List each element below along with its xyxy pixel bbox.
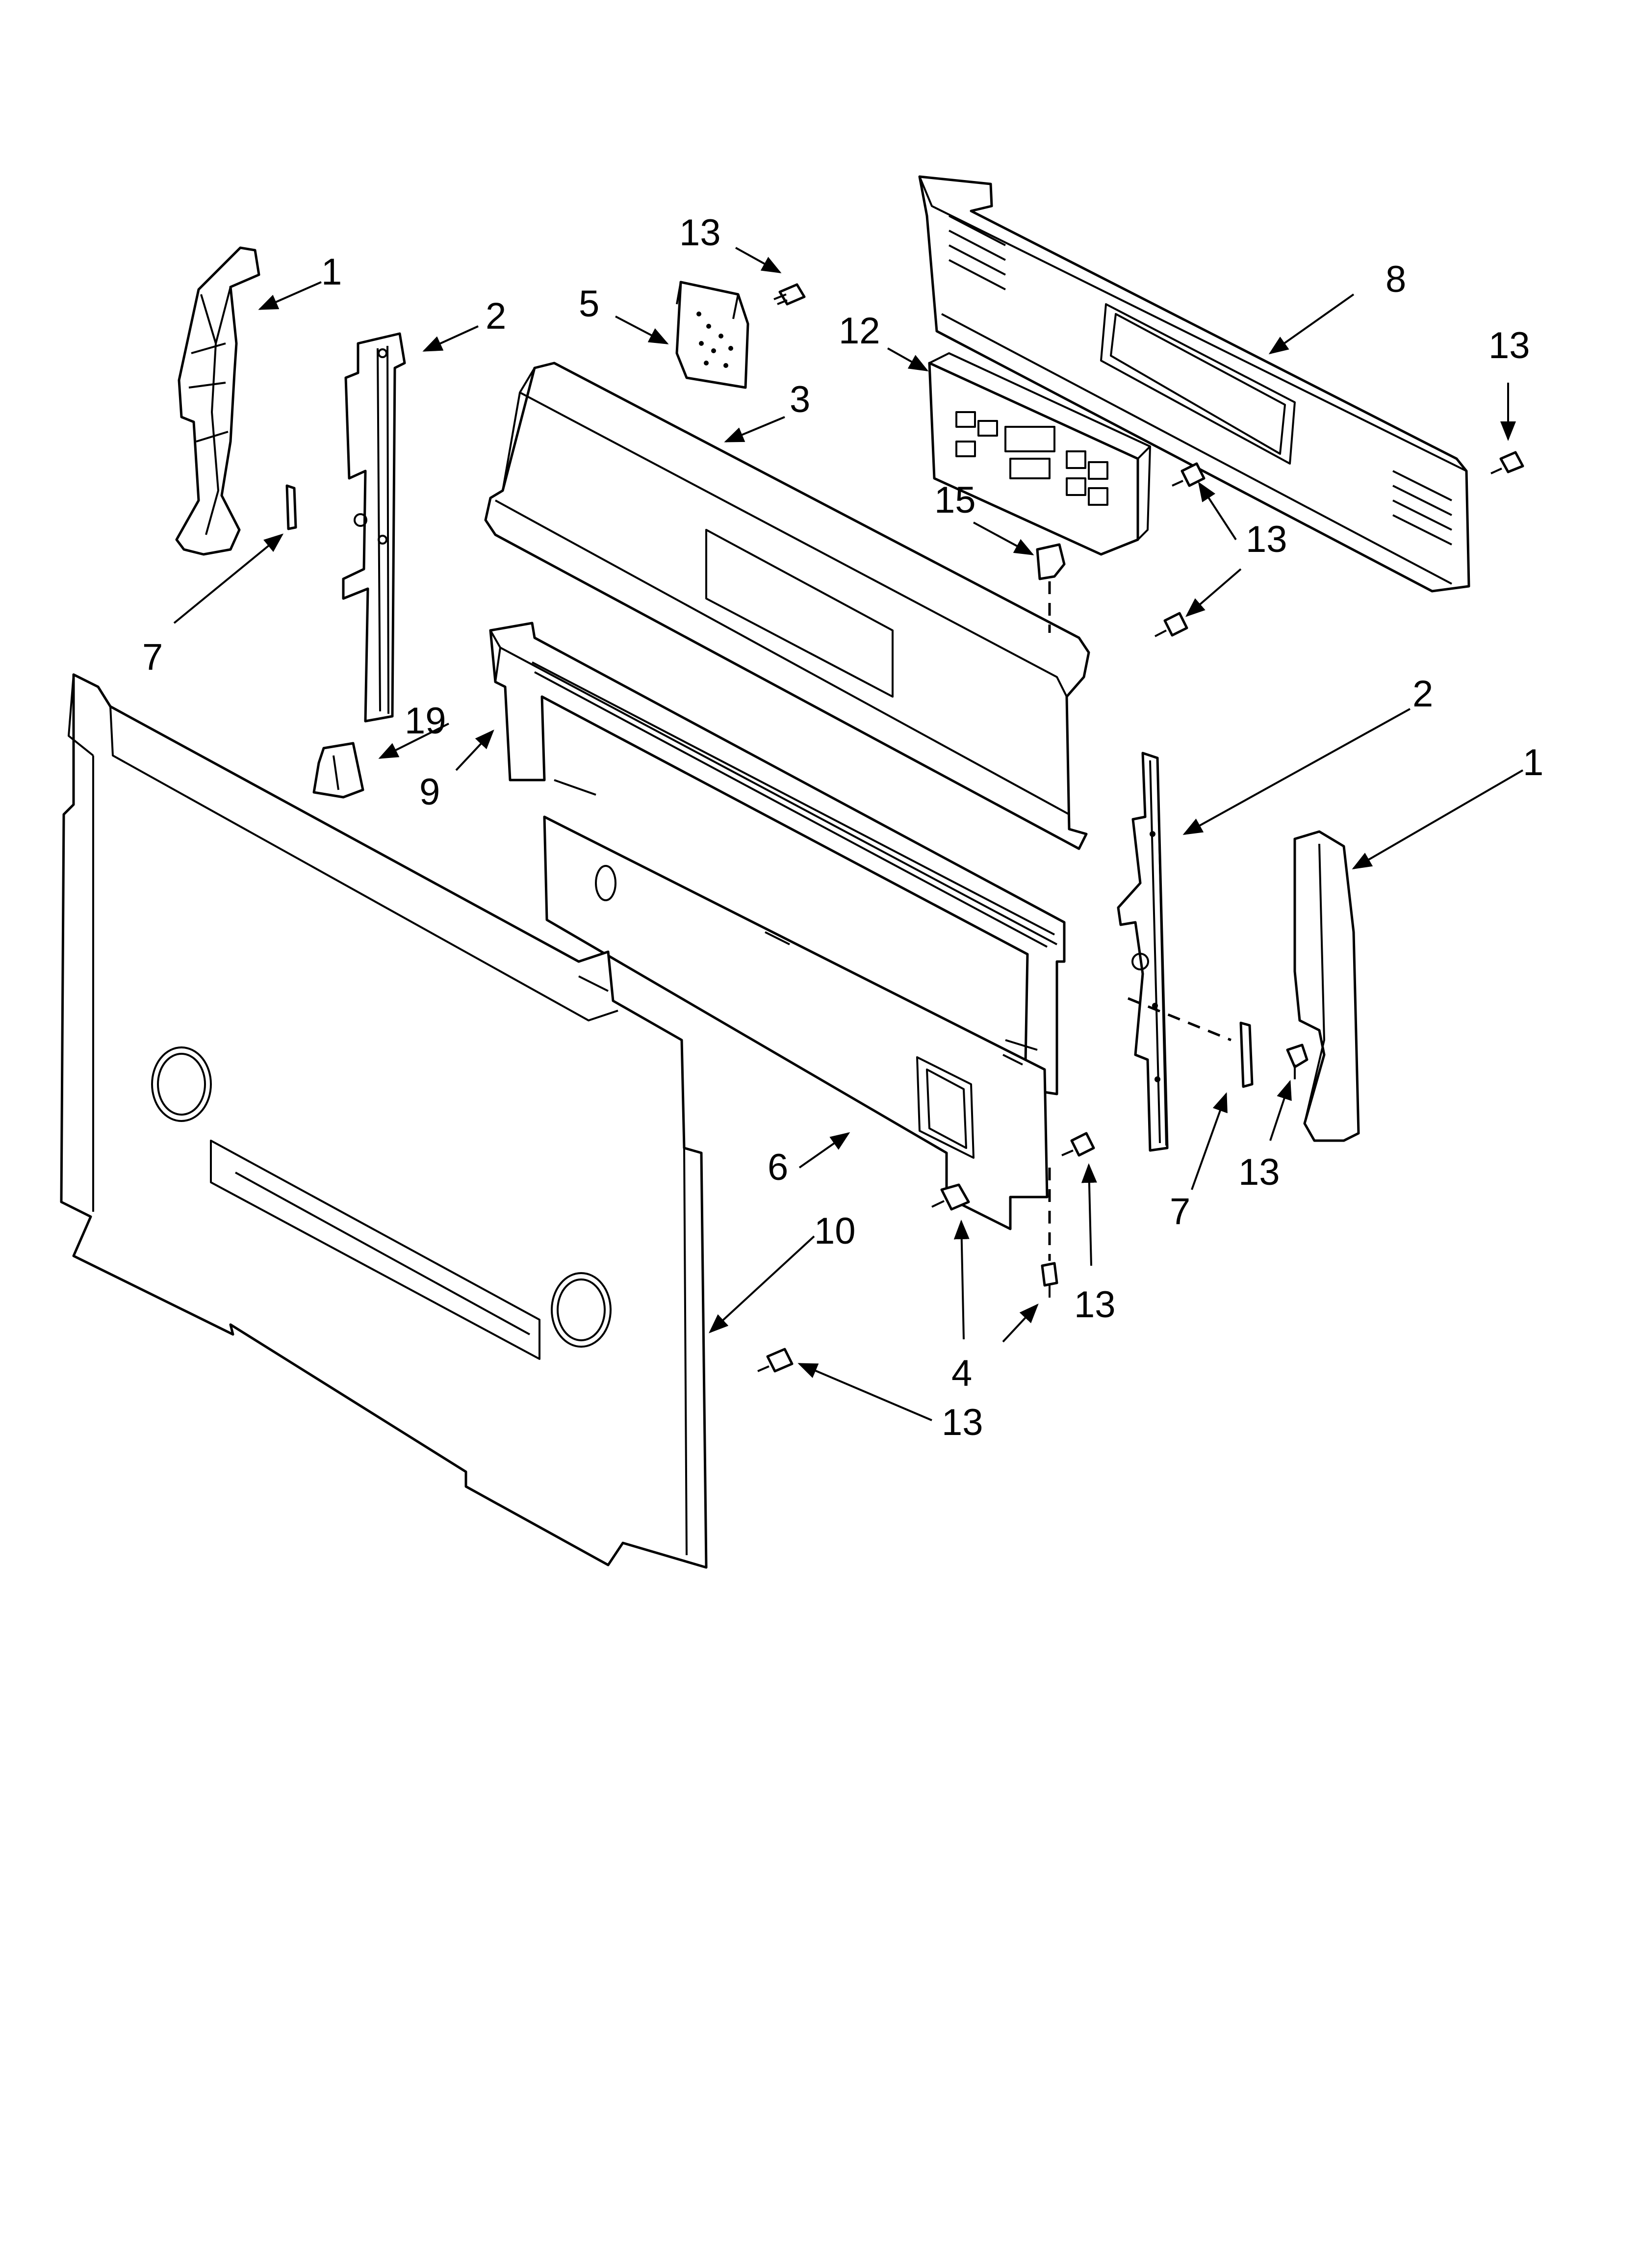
spring-clip-right: [1239, 1021, 1254, 1088]
screw-lower-right: [1061, 1132, 1095, 1157]
callout-8: 8: [1385, 259, 1406, 300]
spring-clip-left: [285, 484, 297, 530]
callout-13-right-top: 13: [1488, 325, 1530, 366]
callout-3: 3: [790, 379, 810, 420]
screw-console: [1172, 462, 1206, 487]
callout-13-lower: 13: [1074, 1284, 1116, 1326]
callout-1-left: 1: [321, 251, 342, 293]
callout-6: 6: [768, 1147, 788, 1188]
screw-endcap: [1286, 1043, 1308, 1079]
control-panel: [484, 362, 1090, 850]
manifold-panel: [60, 673, 708, 1569]
callout-7-left: 7: [142, 636, 163, 678]
control-board: [675, 281, 749, 389]
switch: [1036, 543, 1066, 580]
callout-10: 10: [814, 1210, 856, 1252]
panel-shield: [543, 815, 1049, 1230]
leader-lines: [173, 247, 1524, 1421]
screw-lower-left: [931, 1183, 970, 1211]
callout-9: 9: [419, 771, 440, 813]
callout-5: 5: [579, 283, 599, 325]
rear-panel: [918, 175, 1470, 593]
side-bracket-right: [1117, 752, 1169, 1152]
callout-12: 12: [839, 310, 880, 352]
callout-13-console: 13: [1246, 519, 1287, 560]
callout-13-endcap: 13: [1238, 1151, 1280, 1193]
electronic-control: [928, 352, 1151, 556]
callout-1-right: 1: [1523, 742, 1543, 783]
screw-top: [773, 283, 806, 306]
side-bracket-left: [342, 332, 406, 723]
callout-7-right: 7: [1170, 1191, 1190, 1232]
callout-2-right: 2: [1412, 673, 1433, 715]
end-cap-right: [1293, 830, 1360, 1142]
callout-15: 15: [934, 479, 976, 521]
screw-panel: [1155, 612, 1188, 637]
callout-19: 19: [405, 700, 446, 742]
callout-4: 4: [951, 1353, 972, 1394]
screw-4: [1041, 1262, 1058, 1298]
screw-right-top: [1490, 451, 1524, 474]
screw-bottom: [757, 1348, 794, 1373]
callout-13-bottom: 13: [942, 1402, 983, 1443]
clip: [312, 742, 364, 799]
callout-2-left: 2: [486, 295, 506, 337]
callout-13-top: 13: [679, 212, 721, 254]
alignment-line-endcap: [1128, 997, 1232, 1042]
end-cap-left: [175, 246, 260, 556]
